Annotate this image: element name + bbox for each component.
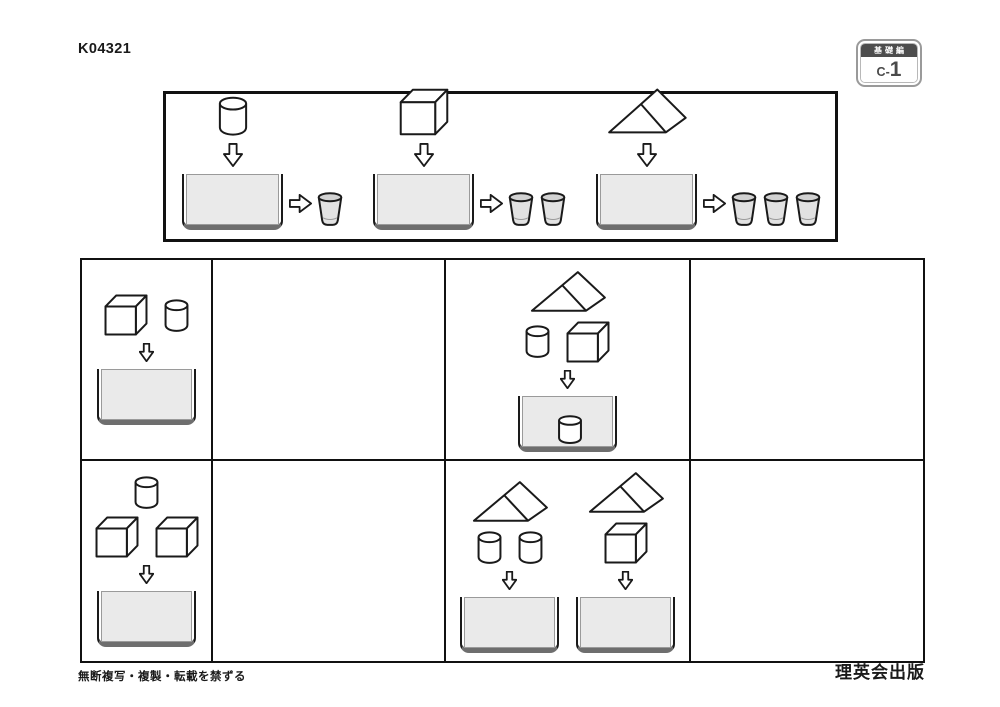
arrow-down-icon <box>637 143 657 167</box>
prism-icon <box>585 469 667 515</box>
legend-item-cylinder <box>182 96 343 230</box>
grid-cell-answer-r2c4 <box>691 461 923 661</box>
arrow-right-icon <box>480 194 503 213</box>
grid-cell-answer-r1c4 <box>691 260 923 461</box>
prism-icon <box>604 85 690 136</box>
cups-group-2 <box>508 192 566 227</box>
water-fill <box>600 174 693 225</box>
arrow-down-icon <box>414 143 434 167</box>
water-fill <box>580 597 671 648</box>
water-fill <box>186 174 279 225</box>
publisher-name: 理英会出版 <box>835 663 925 682</box>
legend-equals-arrow <box>480 194 503 213</box>
badge-level-prefix: C- <box>876 65 890 79</box>
problem-group <box>95 476 199 647</box>
legend-shape-column <box>373 88 474 230</box>
cube-icon <box>155 516 199 558</box>
arrow-down-icon <box>502 571 517 590</box>
cylinder-icon <box>134 476 159 509</box>
cups-group-3 <box>731 192 821 227</box>
cylinder-icon <box>518 531 543 564</box>
cylinder-icon <box>218 96 248 136</box>
problem-grid <box>80 258 925 663</box>
cup-icon <box>508 192 534 227</box>
water-fill <box>101 369 192 420</box>
submerged-cylinder <box>558 415 583 444</box>
cube-icon <box>104 294 148 336</box>
cube-icon <box>604 522 648 564</box>
cup-icon <box>763 192 789 227</box>
arrow-down-icon <box>139 565 154 584</box>
problem-group <box>576 469 675 653</box>
level-badge: 基礎編 C-1 <box>856 39 922 87</box>
legend-shape-column <box>182 96 283 230</box>
legend-shape-column <box>596 85 697 230</box>
arrow-down-icon <box>618 571 633 590</box>
water-fill <box>464 597 555 648</box>
grid-cell-problem-r1c1 <box>82 260 213 461</box>
cup-icon <box>317 192 343 227</box>
legend-box <box>163 91 838 242</box>
badge-series-label: 基礎編 <box>861 44 917 57</box>
cube-icon <box>566 321 610 363</box>
prism-icon <box>469 478 551 524</box>
water-tub <box>596 174 697 230</box>
grid-cell-answer-r2c2 <box>213 461 446 661</box>
legend-item-prism <box>596 85 821 230</box>
water-tub <box>460 597 559 653</box>
legend-equals-arrow <box>289 194 312 213</box>
water-tub <box>97 369 196 425</box>
water-fill <box>377 174 470 225</box>
cylinder-icon <box>525 325 550 358</box>
cylinder-icon <box>164 299 189 332</box>
cup-icon <box>540 192 566 227</box>
water-fill <box>101 590 192 642</box>
cube-icon <box>95 516 139 558</box>
grid-cell-problem-r2c3 <box>446 461 691 661</box>
water-tub <box>518 395 617 452</box>
problem-group <box>460 478 559 653</box>
water-tub <box>182 174 283 230</box>
cups-group-1 <box>317 192 343 227</box>
arrow-right-icon <box>703 194 726 213</box>
problem-group <box>97 294 196 425</box>
cup-icon <box>731 192 757 227</box>
cylinder-icon <box>477 531 502 564</box>
cup-icon <box>795 192 821 227</box>
arrow-down-icon <box>139 343 154 362</box>
grid-cell-problem-r2c1 <box>82 461 213 661</box>
cylinder-icon <box>558 415 583 444</box>
water-tub <box>373 174 474 230</box>
arrow-down-icon <box>223 143 243 167</box>
badge-level-label: C-1 <box>861 57 917 82</box>
cube-icon <box>399 88 449 136</box>
legend-item-cube <box>373 88 566 230</box>
legend-equals-arrow <box>703 194 726 213</box>
water-fill <box>522 395 613 447</box>
badge-level-number: 1 <box>889 58 902 81</box>
water-tub <box>97 590 196 647</box>
level-badge-inner: 基礎編 C-1 <box>860 43 918 83</box>
arrow-right-icon <box>289 194 312 213</box>
copyright-notice: 無断複写・複製・転載を禁ずる <box>78 671 246 683</box>
worksheet-code: K04321 <box>78 41 132 57</box>
grid-cell-answer-r1c2 <box>213 260 446 461</box>
water-tub <box>576 597 675 653</box>
problem-group <box>518 268 617 452</box>
prism-icon <box>527 268 609 314</box>
arrow-down-icon <box>560 370 575 389</box>
grid-cell-problem-r1c3 <box>446 260 691 461</box>
